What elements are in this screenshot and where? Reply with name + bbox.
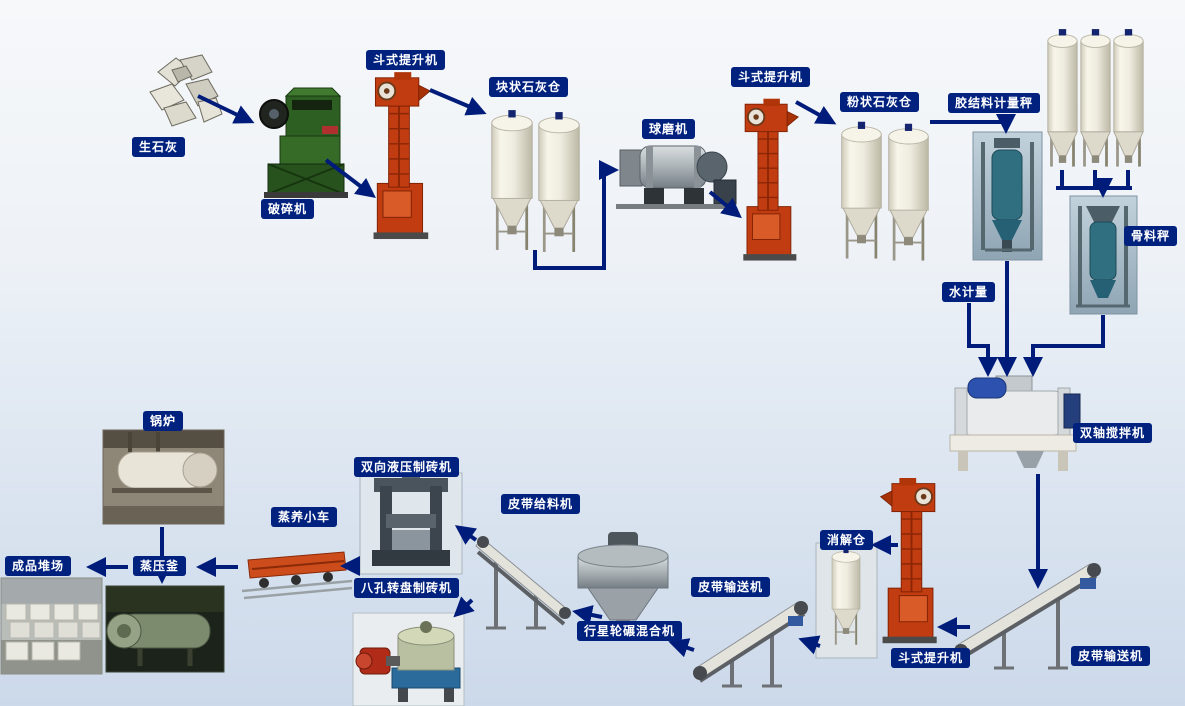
label-planetary-mixer: 行星轮碾混合机	[577, 621, 683, 641]
powder-lime-silo-icon	[840, 120, 930, 262]
label-binder-scale: 胶结料计量秤	[948, 93, 1041, 113]
aggregate-scale-graphic	[1069, 195, 1138, 315]
label-belt-feeder: 皮带给料机	[501, 494, 581, 514]
label-bucket-elevator-2: 斗式提升机	[731, 67, 811, 87]
label-boiler: 锅炉	[143, 411, 184, 431]
rotary-press-graphic	[352, 612, 465, 706]
label-curing-cart: 蒸养小车	[271, 507, 338, 527]
label-quicklime: 生石灰	[132, 137, 186, 157]
twin-shaft-mixer-graphic	[949, 375, 1081, 471]
crusher-graphic	[259, 87, 348, 198]
label-bucket-elevator-3: 斗式提升机	[891, 648, 971, 668]
quicklime-stones	[149, 54, 223, 127]
label-belt-conveyor-mid: 皮带输送机	[691, 577, 771, 597]
belt-feeder-graphic	[475, 536, 571, 630]
label-hydraulic-brick-press: 双向液压制砖机	[354, 457, 460, 477]
label-slaking-silo: 消解仓	[820, 530, 874, 550]
label-product-yard: 成品堆场	[5, 556, 72, 576]
label-autoclave: 蒸压釜	[133, 556, 187, 576]
bucket-elevator-3-icon	[879, 478, 938, 645]
belt-conveyor-right-graphic	[954, 563, 1101, 670]
bucket-elevator-2-icon	[742, 97, 800, 262]
product-yard-graphic	[0, 577, 103, 675]
planetary-mixer-graphic	[577, 532, 669, 629]
lump-lime-silo-icon	[490, 110, 581, 254]
boiler-graphic	[102, 429, 225, 525]
label-powder-lime-silo: 粉状石灰仓	[840, 92, 920, 112]
label-rotary-brick-press: 八孔转盘制砖机	[354, 578, 460, 598]
curing-cart-graphic	[241, 551, 353, 600]
label-crusher: 破碎机	[261, 199, 315, 219]
belt-conveyor-mid-graphic	[693, 601, 808, 688]
binder-scale-graphic	[972, 131, 1043, 261]
label-lump-lime-silo: 块状石灰仓	[489, 77, 569, 97]
bucket-elevator-1-icon	[372, 72, 432, 240]
label-aggregate-scale: 骨料秤	[1124, 226, 1178, 246]
label-belt-conveyor-right: 皮带输送机	[1071, 646, 1151, 666]
label-water-meter: 水计量	[942, 282, 996, 302]
label-twin-shaft-mixer: 双轴搅拌机	[1073, 423, 1153, 443]
flow-arrows	[86, 88, 1132, 658]
slaking-silo-graphic	[815, 542, 878, 659]
hydraulic-press-graphic	[359, 472, 463, 575]
tall-silos-icon	[1046, 27, 1145, 169]
label-ball-mill: 球磨机	[642, 119, 696, 139]
ball-mill-graphic	[616, 145, 737, 209]
autoclave-graphic	[105, 585, 225, 673]
label-bucket-elevator-1: 斗式提升机	[366, 50, 446, 70]
